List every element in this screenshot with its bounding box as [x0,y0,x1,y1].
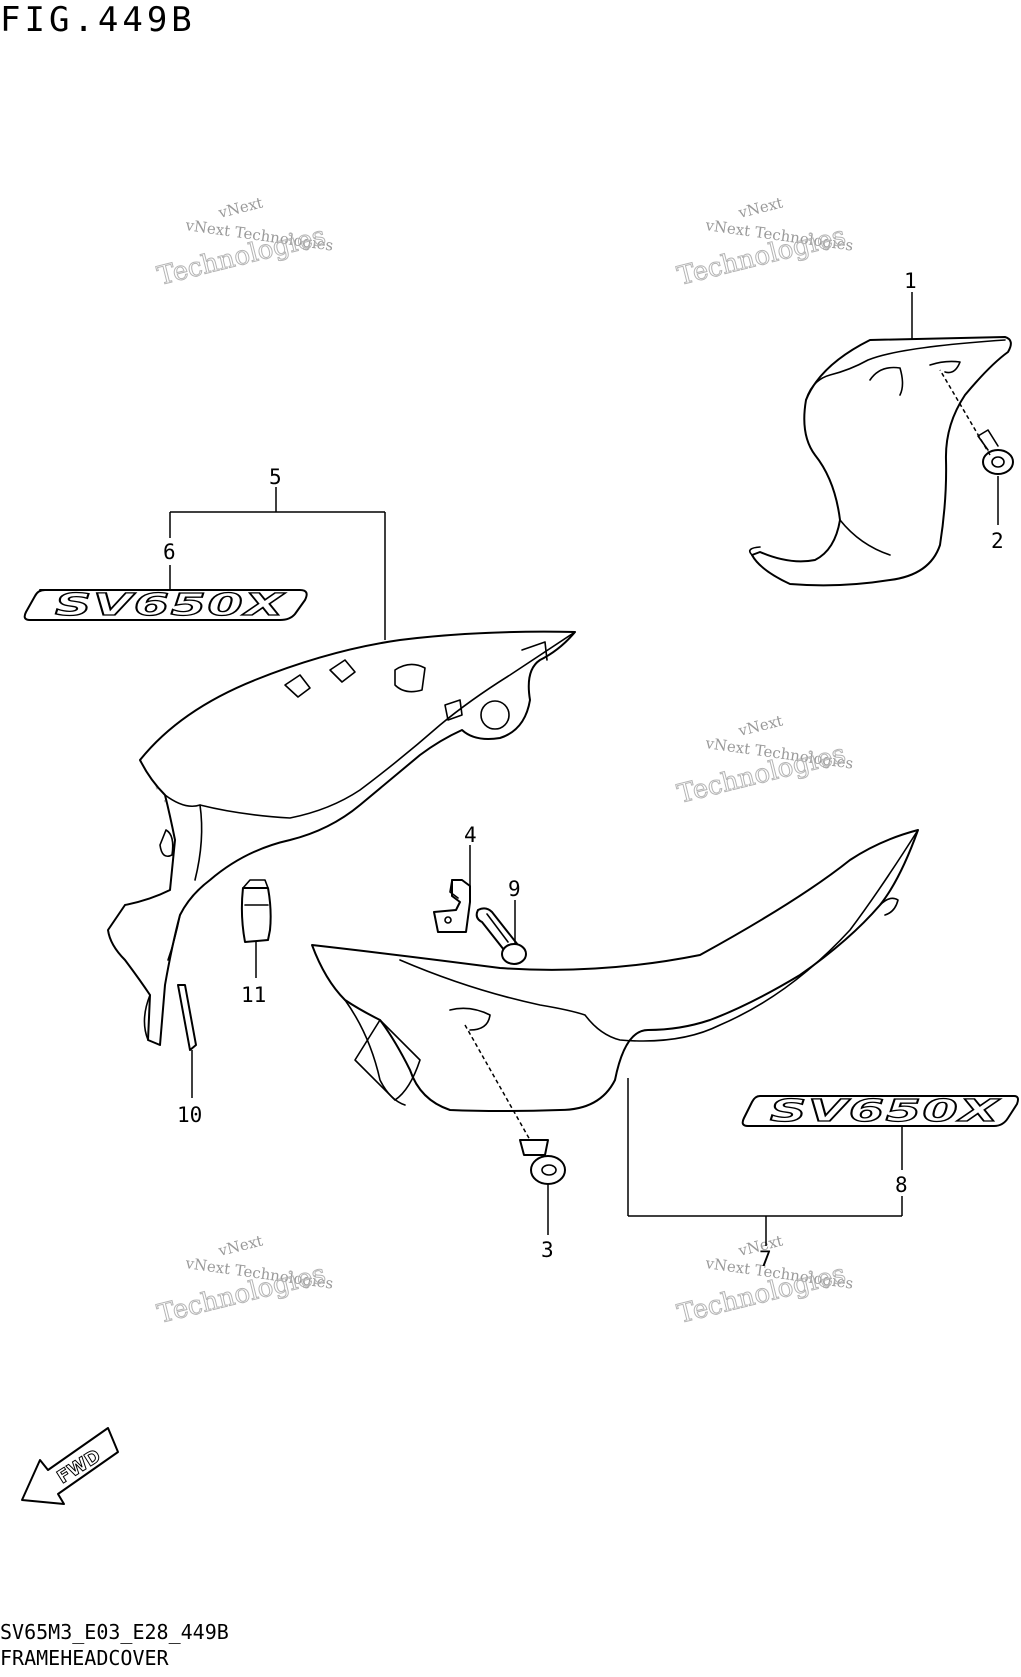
callout-11: 11 [241,983,266,1007]
part-9-bolt [475,907,527,965]
callout-6: 6 [163,540,176,564]
callout-1: 1 [904,269,917,293]
part-8-decal: SV650X [741,1093,1019,1130]
callout-8: 8 [895,1173,908,1197]
part-1-cover [749,336,1012,587]
callout-10: 10 [177,1103,202,1127]
part-10-pad [177,984,197,1051]
watermark: vNext vNext Technologies Technologies [154,194,335,293]
fwd-arrow-icon: FWD [21,1427,119,1505]
watermark: vNext vNext Technologies Technologies [674,712,855,811]
callout-9: 9 [508,877,521,901]
part-4-bracket [433,879,471,933]
watermark: vNext vNext Technologies Technologies [674,194,855,293]
figure-code: SV65M3_E03_E28_449B [0,1620,229,1644]
part-2-screw [977,429,1014,475]
svg-text:vNext: vNext [736,712,785,741]
svg-text:SV650X: SV650X [55,588,286,623]
leader-lines [169,292,999,1246]
watermark: vNext vNext Technologies Technologies [154,1232,335,1331]
callout-5: 5 [269,465,282,489]
part-11-damper [240,879,272,943]
callout-7: 7 [759,1247,772,1271]
figure-title: FIG.449B [0,0,196,40]
svg-text:SV650X: SV650X [770,1094,1001,1129]
part-6-decal: SV650X [23,587,308,624]
svg-text:vNext: vNext [216,194,265,223]
callout-3: 3 [541,1238,554,1262]
figure-name: FRAMEHEADCOVER [0,1646,169,1670]
callout-2: 2 [991,529,1004,553]
svg-text:vNext: vNext [216,1232,265,1261]
part-7-cover [311,829,919,1112]
callout-labels: 1 2 3 4 5 6 7 8 9 10 11 [163,269,1004,1271]
part-3-screw [519,1139,566,1185]
callout-4: 4 [464,823,477,847]
part-5-cover [107,630,576,1046]
svg-text:vNext: vNext [736,194,785,223]
